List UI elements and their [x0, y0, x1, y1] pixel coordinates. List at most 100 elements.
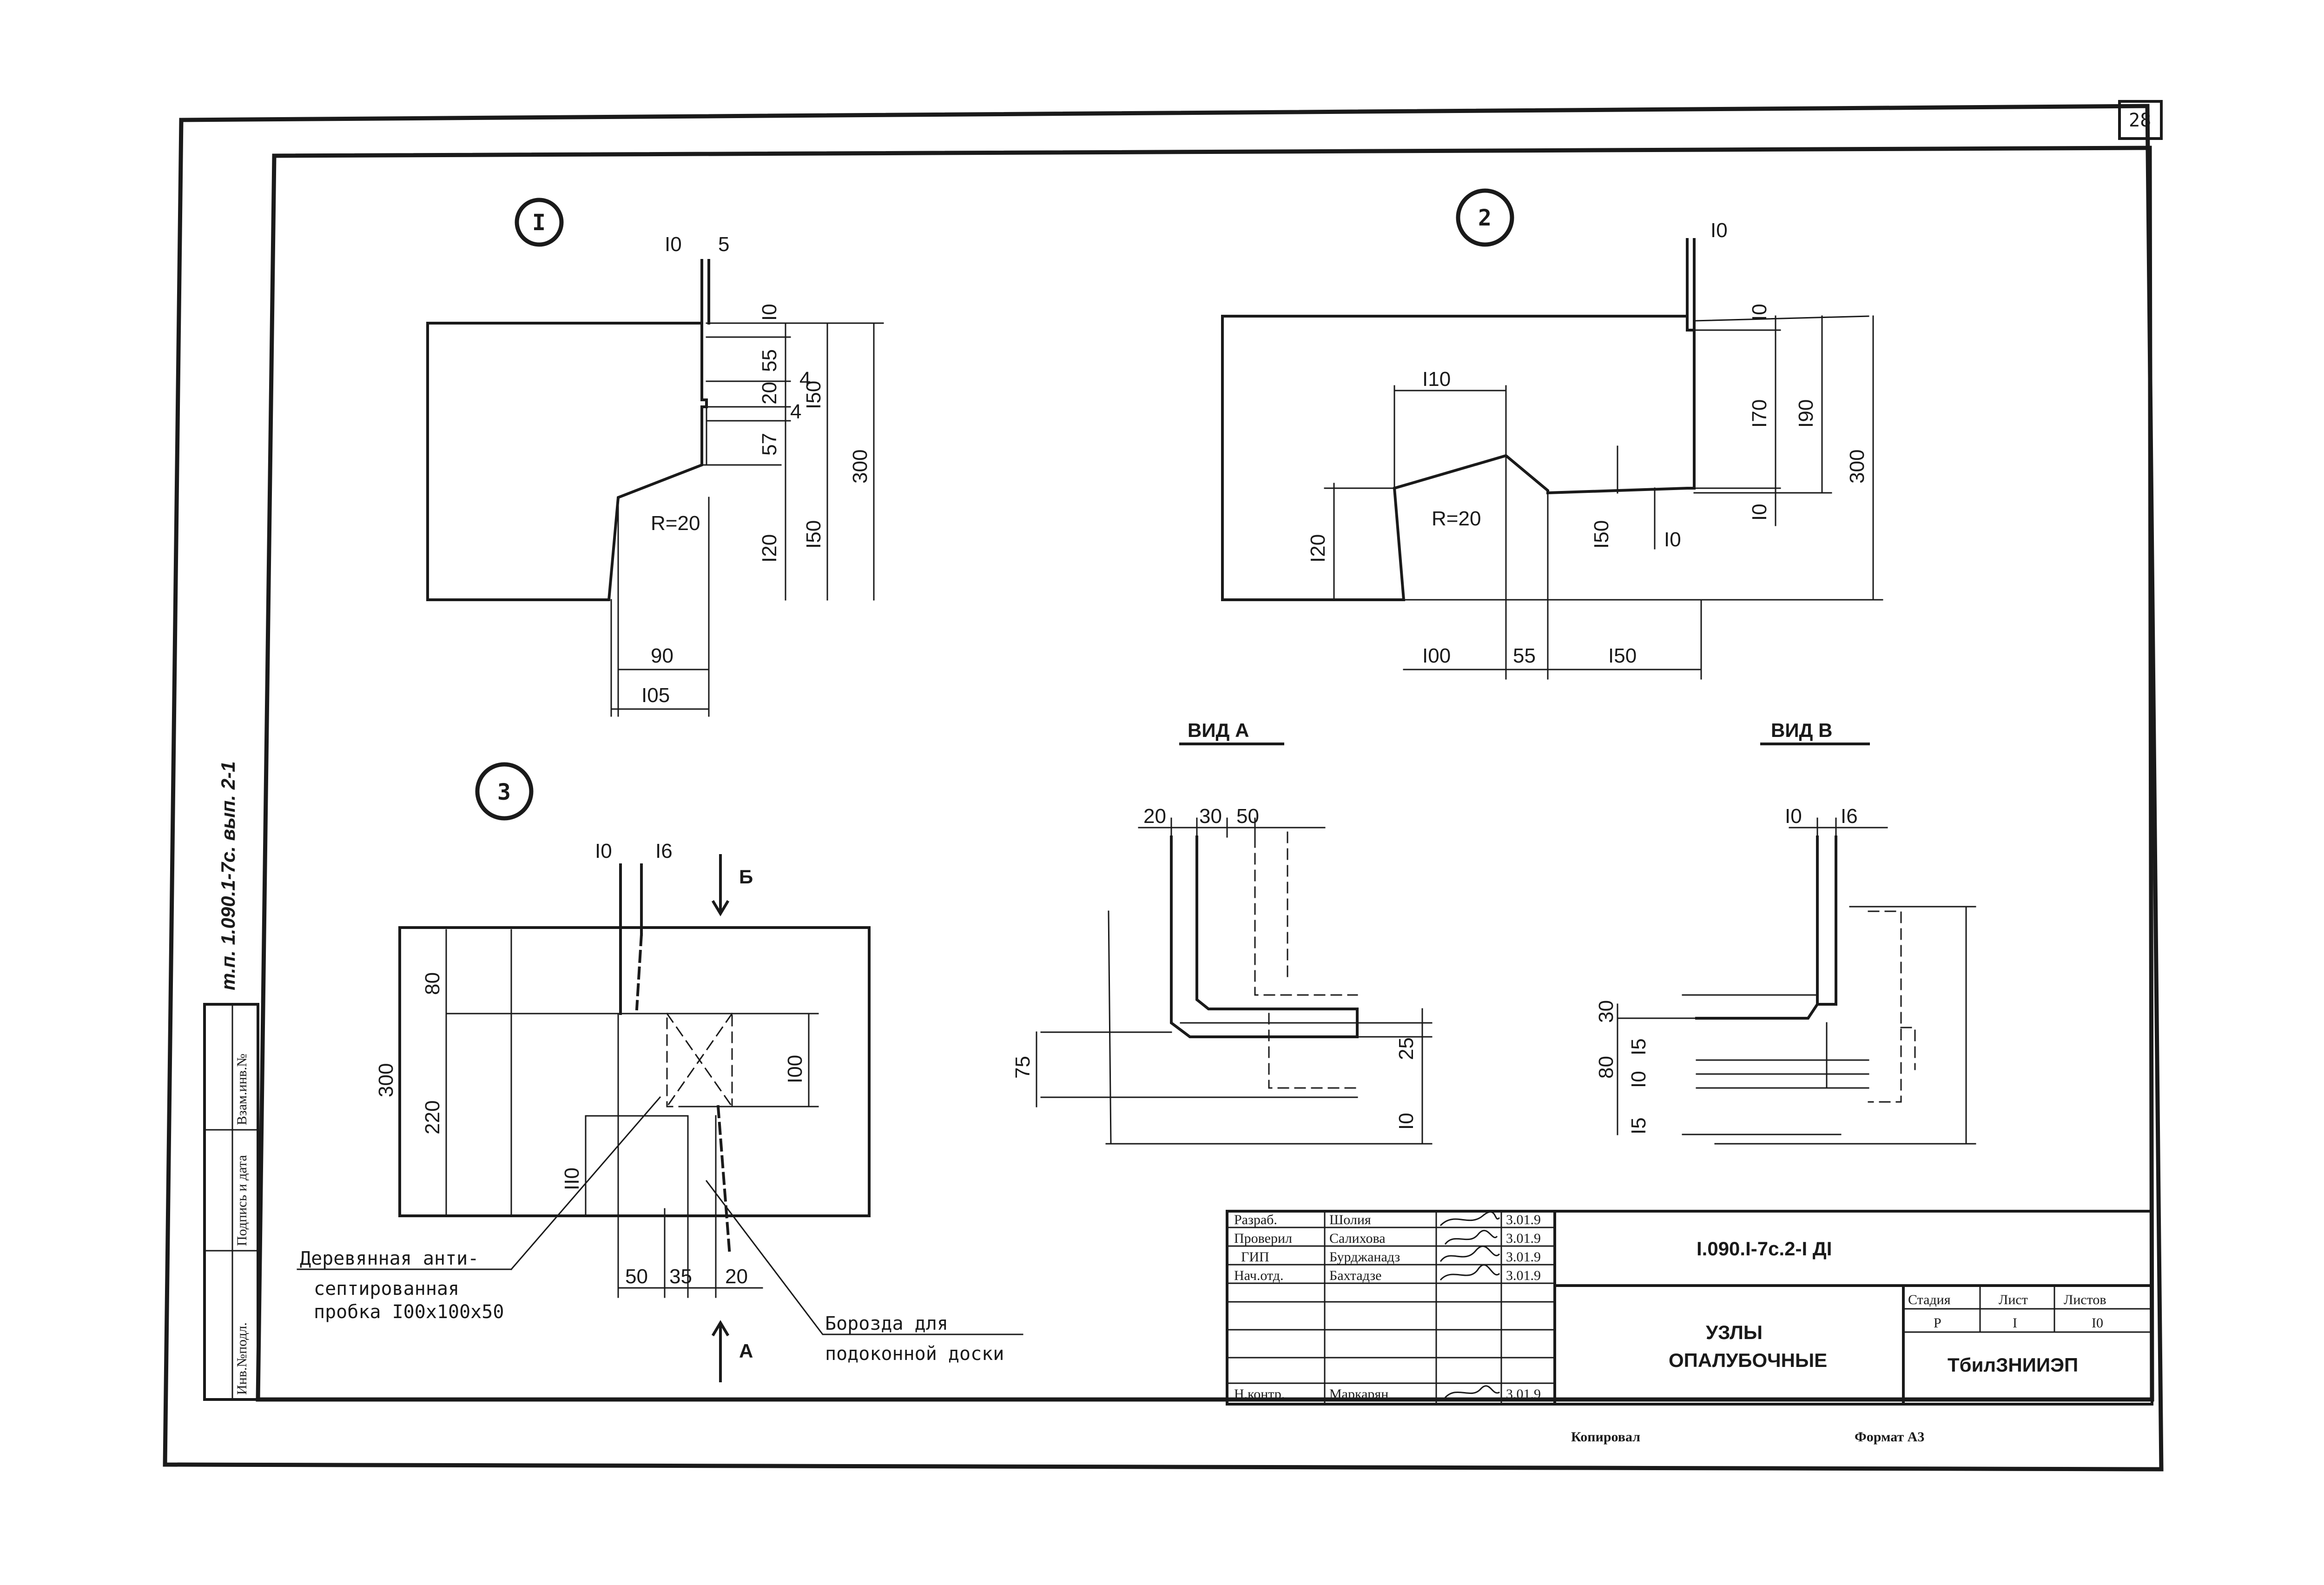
n3-dim-i: 35 [669, 1265, 692, 1288]
va-dim-f: I0 [1395, 1113, 1418, 1130]
n2-dim-i: I0 [1664, 528, 1681, 551]
n1-dim-g: 4 [790, 400, 801, 423]
n1-dim-h: 57 [758, 433, 781, 456]
tb-name-5: Маркарян [1329, 1386, 1388, 1402]
tb-name-4: Бахтадзе [1329, 1268, 1381, 1283]
node-3: 3 I0 I6 Б 80 300 220 I00 II0 [297, 762, 1023, 1382]
page-number: 28 [2129, 110, 2151, 131]
stage-value: Р [1934, 1315, 1941, 1331]
node-1-marker-label: I [532, 210, 546, 236]
drawing-title-line2: ОПАЛУБОЧНЫЕ [1669, 1349, 1827, 1371]
node-1: I I0 5 I0 55 20 4 4 57 I50 300 I20 I50 R… [426, 198, 884, 717]
side-label: т.п. 1.090.1-7с. вып. 2-1 [217, 761, 239, 990]
vb-dim-c: 30 [1595, 1000, 1618, 1023]
n3-view-a-arrow-label: А [739, 1340, 753, 1362]
view-b-title: ВИД В [1771, 719, 1832, 741]
plug-note-line1: Деревянная анти- [300, 1248, 479, 1269]
tb-role-5: Н.контр. [1234, 1386, 1285, 1402]
n1-dim-j: 300 [849, 450, 872, 484]
footer-copied: Копировал [1571, 1429, 1640, 1445]
n2-dim-j: I0 [1748, 504, 1771, 521]
vb-dim-e: I5 [1627, 1038, 1650, 1055]
stamp-replace-label: Взам.инв.№ [234, 1054, 250, 1125]
n2-dim-k: I00 [1422, 644, 1451, 667]
side-stamp: Инв.№подл. Подпись и дата Взам.инв.№ т.п… [203, 761, 259, 1401]
tb-date-1: 3.01.9 [1506, 1212, 1541, 1227]
sheet-header: Лист [1999, 1292, 2028, 1307]
va-dim-b: 30 [1199, 805, 1222, 828]
n1-dim-a: I0 [665, 233, 682, 256]
sheets-header: Листов [2064, 1292, 2106, 1307]
n2-dim-h: I20 [1307, 534, 1329, 563]
n2-dim-radius: R=20 [1432, 507, 1481, 530]
tb-role-3: ГИП [1241, 1249, 1269, 1265]
n2-dim-c: I70 [1748, 399, 1771, 428]
n2-dim-b: I0 [1748, 304, 1771, 321]
n3-dim-d: 300 [375, 1063, 397, 1097]
n1-dim-e: 20 [758, 382, 781, 405]
tb-role-4: Нач.отд. [1234, 1268, 1283, 1283]
node-2-marker [1456, 188, 1514, 247]
vb-dim-a: I0 [1785, 805, 1802, 828]
vb-dim-d: 80 [1595, 1056, 1618, 1079]
va-dim-d: 75 [1011, 1056, 1034, 1079]
stamp-inv-label: Инв.№подл. [234, 1322, 250, 1395]
node-2: 2 I0 I0 I70 I90 300 I10 R=20 I50 I20 I0 … [1221, 188, 1883, 680]
n3-dim-g: II0 [561, 1167, 583, 1190]
va-dim-c: 50 [1236, 805, 1259, 828]
n2-dim-e: 300 [1846, 450, 1868, 484]
va-dim-a: 20 [1143, 805, 1166, 828]
vb-dim-b: I6 [1841, 805, 1858, 828]
n2-dim-m: I50 [1608, 644, 1637, 667]
title-block: Разраб. Шолия 3.01.9 Проверил Салихова 3… [1226, 1210, 2153, 1406]
signature-1 [1439, 1211, 1500, 1227]
n2-dim-l: 55 [1513, 644, 1536, 667]
tb-name-2: Салихова [1329, 1231, 1386, 1246]
node-3-marker-label: 3 [497, 779, 511, 805]
signature-4 [1439, 1264, 1500, 1281]
n1-dim-c: I0 [758, 304, 781, 321]
n3-view-b-arrow-label: Б [739, 866, 753, 888]
drawing-title-line1: УЗЛЫ [1706, 1321, 1763, 1343]
organization: ТбилЗНИИЭП [1948, 1354, 2078, 1376]
n2-dim-a: I0 [1710, 219, 1728, 242]
tb-name-1: Шолия [1329, 1212, 1371, 1227]
sheets-value: I0 [2092, 1315, 2103, 1331]
n1-dim-m: 90 [651, 644, 673, 667]
n2-dim-d: I90 [1795, 399, 1817, 428]
plug-note-line3: пробка I00x100x50 [314, 1301, 504, 1323]
drawing-code: I.090.I-7с.2-I ДI [1697, 1238, 1832, 1260]
signature-3 [1439, 1246, 1500, 1262]
n1-dim-d: 55 [758, 349, 781, 372]
tb-role-2: Проверил [1234, 1231, 1292, 1246]
signature-5 [1444, 1385, 1500, 1399]
tb-date-2: 3.01.9 [1506, 1231, 1541, 1246]
tb-name-3: Бурджанадз [1329, 1249, 1400, 1265]
tb-date-4: 3.01.9 [1506, 1268, 1541, 1283]
n3-dim-a: I0 [595, 840, 612, 862]
n3-dim-b: I6 [655, 840, 673, 862]
stamp-sign-label: Подпись и дата [234, 1155, 250, 1246]
view-b: ВИД В I0 I6 30 80 I5 I0 I5 [1595, 719, 1976, 1145]
node-1-marker [515, 198, 564, 247]
tb-date-3: 3.01.9 [1506, 1249, 1541, 1265]
tb-date-5: 3.01.9 [1506, 1386, 1541, 1402]
tb-role-1: Разраб. [1234, 1212, 1277, 1227]
n1-dim-k: I20 [758, 534, 781, 563]
n3-dim-j: 20 [725, 1265, 748, 1288]
groove-note-line1: Борозда для [825, 1313, 948, 1334]
va-dim-e: 25 [1395, 1037, 1418, 1060]
n1-dim-f: 4 [799, 368, 811, 391]
vb-dim-f: I0 [1627, 1071, 1650, 1088]
n1-dim-b: 5 [718, 233, 729, 256]
n3-dim-c: 80 [421, 972, 444, 995]
n3-dim-h: 50 [625, 1265, 648, 1288]
n1-dim-l: I50 [802, 520, 825, 549]
view-a: ВИД А 20 30 50 75 25 I0 [1011, 719, 1433, 1145]
n3-dim-e: 220 [421, 1101, 444, 1134]
stage-header: Стадия [1908, 1292, 1951, 1307]
sheet-value: I [2013, 1315, 2017, 1331]
plug-note-line2: септированная [314, 1278, 459, 1300]
vb-dim-g: I5 [1627, 1117, 1650, 1134]
